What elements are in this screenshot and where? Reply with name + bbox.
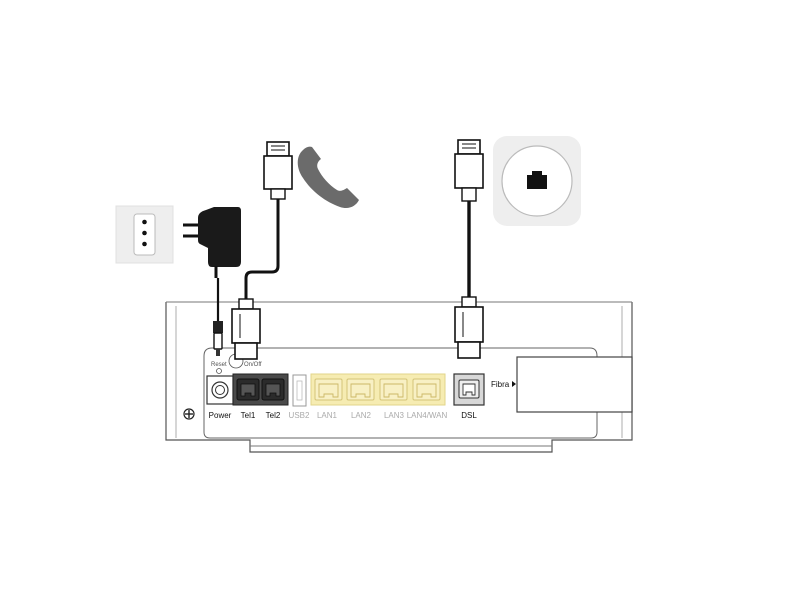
router-back-panel — [203, 347, 598, 439]
router-outline — [165, 302, 633, 453]
router-body — [165, 301, 633, 453]
power-adapter-icon — [183, 207, 241, 278]
ground-screw-icon — [183, 408, 195, 420]
power-label: Power — [209, 411, 232, 420]
wall-phone-jack-icon — [493, 136, 581, 226]
tel1-label: Tel1 — [241, 411, 256, 420]
rj11-plug-top-tel — [263, 141, 293, 200]
rj11-plug-bottom-dsl — [454, 296, 484, 359]
dsl-label: DSL — [461, 411, 477, 420]
lan4-wan-label: LAN4/WAN — [407, 411, 448, 420]
power-port[interactable] — [206, 375, 234, 405]
tel2-port[interactable] — [261, 378, 285, 401]
reset-button[interactable] — [216, 368, 222, 374]
wps-label: On/Off — [244, 362, 262, 368]
wall-power-socket-icon — [115, 205, 174, 264]
phone-handset-icon — [297, 146, 359, 209]
usb2-port[interactable] — [292, 374, 307, 407]
phone-cable — [244, 199, 280, 300]
fiber-module — [516, 356, 633, 413]
lan3-port[interactable] — [379, 378, 408, 401]
fibra-label: Fibra — [491, 380, 510, 389]
tel2-label: Tel2 — [266, 411, 281, 420]
rj11-plug-bottom-tel — [231, 298, 261, 360]
lan1-label: LAN1 — [317, 411, 338, 420]
reset-label: Reset — [211, 362, 227, 368]
dsl-port[interactable] — [453, 373, 485, 406]
fibra-arrow-icon — [512, 381, 516, 387]
lan3-label: LAN3 — [384, 411, 405, 420]
usb2-label: USB2 — [289, 411, 310, 420]
lan2-port[interactable] — [346, 378, 375, 401]
dc-plug-icon — [213, 321, 223, 356]
tel1-port[interactable] — [236, 378, 260, 401]
lan4-wan-port[interactable] — [412, 378, 441, 401]
lan2-label: LAN2 — [351, 411, 372, 420]
lan1-port[interactable] — [314, 378, 343, 401]
rj11-plug-top-dsl — [454, 139, 484, 202]
